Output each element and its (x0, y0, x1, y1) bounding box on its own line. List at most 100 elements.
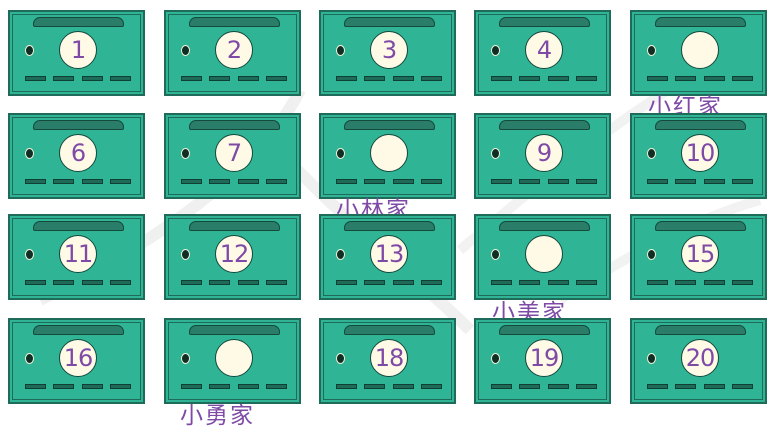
lock-icon (647, 148, 656, 159)
mailbox-19: 19 (474, 318, 611, 404)
mailbox-14 (474, 214, 611, 300)
mail-slot (344, 221, 435, 231)
vent-bars (336, 384, 442, 389)
mail-slot (189, 221, 280, 231)
mailbox-number: 11 (59, 235, 97, 273)
lock-icon (491, 249, 500, 260)
mailbox-number: 1 (59, 31, 97, 69)
lock-icon (25, 148, 34, 159)
vent-bars (491, 280, 597, 285)
lock-icon (647, 353, 656, 364)
mail-slot (499, 325, 590, 335)
mailbox-18: 18 (319, 318, 456, 404)
lock-icon (491, 148, 500, 159)
lock-icon (181, 148, 190, 159)
mailbox-8 (319, 113, 456, 199)
mail-slot (655, 325, 746, 335)
mail-slot (33, 325, 124, 335)
mailbox-16: 16 (8, 318, 145, 404)
mail-slot (344, 325, 435, 335)
vent-bars (647, 179, 753, 184)
mailbox-number: 6 (59, 134, 97, 172)
lock-icon (336, 353, 345, 364)
mailbox-7: 7 (164, 113, 301, 199)
mailbox-number: 4 (525, 31, 563, 69)
lock-icon (25, 353, 34, 364)
lock-icon (336, 148, 345, 159)
lock-icon (647, 45, 656, 56)
mail-slot (344, 120, 435, 130)
mailbox-number (525, 235, 563, 273)
vent-bars (491, 384, 597, 389)
vent-bars (25, 76, 131, 81)
vent-bars (25, 179, 131, 184)
mailbox-number: 12 (215, 235, 253, 273)
mail-slot (189, 325, 280, 335)
lock-icon (336, 249, 345, 260)
vent-bars (336, 179, 442, 184)
vent-bars (647, 280, 753, 285)
mail-slot (33, 17, 124, 27)
mail-slot (33, 221, 124, 231)
lock-icon (181, 45, 190, 56)
mail-slot (655, 120, 746, 130)
mail-slot (499, 17, 590, 27)
mailbox-number: 19 (525, 339, 563, 377)
mailbox-number: 16 (59, 339, 97, 377)
mailbox-number: 2 (215, 31, 253, 69)
mailbox-20: 20 (630, 318, 767, 404)
mailbox-number: 10 (681, 134, 719, 172)
mailbox-number: 13 (370, 235, 408, 273)
mailbox-5 (630, 10, 767, 96)
mail-slot (189, 120, 280, 130)
mailbox-4: 4 (474, 10, 611, 96)
lock-icon (25, 45, 34, 56)
vent-bars (181, 280, 287, 285)
mailbox-3: 3 (319, 10, 456, 96)
mailbox-11: 11 (8, 214, 145, 300)
vent-bars (181, 76, 287, 81)
lock-icon (181, 249, 190, 260)
mailbox-2: 2 (164, 10, 301, 96)
vent-bars (491, 179, 597, 184)
mail-slot (499, 120, 590, 130)
owner-label: 小勇家 (180, 403, 255, 429)
mail-slot (499, 221, 590, 231)
lock-icon (25, 249, 34, 260)
vent-bars (491, 76, 597, 81)
lock-icon (181, 353, 190, 364)
mailbox-number (681, 31, 719, 69)
lock-icon (491, 353, 500, 364)
vent-bars (336, 76, 442, 81)
mailbox-number: 3 (370, 31, 408, 69)
mailbox-15: 15 (630, 214, 767, 300)
mailbox-6: 6 (8, 113, 145, 199)
mail-slot (189, 17, 280, 27)
mailbox-10: 10 (630, 113, 767, 199)
mailbox-number: 18 (370, 339, 408, 377)
mailbox-number: 20 (681, 339, 719, 377)
mailbox-number: 15 (681, 235, 719, 273)
lock-icon (647, 249, 656, 260)
mail-slot (33, 120, 124, 130)
mailbox-12: 12 (164, 214, 301, 300)
mail-slot (655, 221, 746, 231)
vent-bars (25, 384, 131, 389)
vent-bars (181, 384, 287, 389)
mailbox-9: 9 (474, 113, 611, 199)
vent-bars (647, 384, 753, 389)
mailbox-number (215, 339, 253, 377)
vent-bars (25, 280, 131, 285)
vent-bars (181, 179, 287, 184)
mailbox-number (370, 134, 408, 172)
mailbox-17 (164, 318, 301, 404)
vent-bars (647, 76, 753, 81)
lock-icon (491, 45, 500, 56)
mailbox-number: 7 (215, 134, 253, 172)
mailbox-13: 13 (319, 214, 456, 300)
mail-slot (655, 17, 746, 27)
mail-slot (344, 17, 435, 27)
mailbox-1: 1 (8, 10, 145, 96)
vent-bars (336, 280, 442, 285)
mailbox-number: 9 (525, 134, 563, 172)
